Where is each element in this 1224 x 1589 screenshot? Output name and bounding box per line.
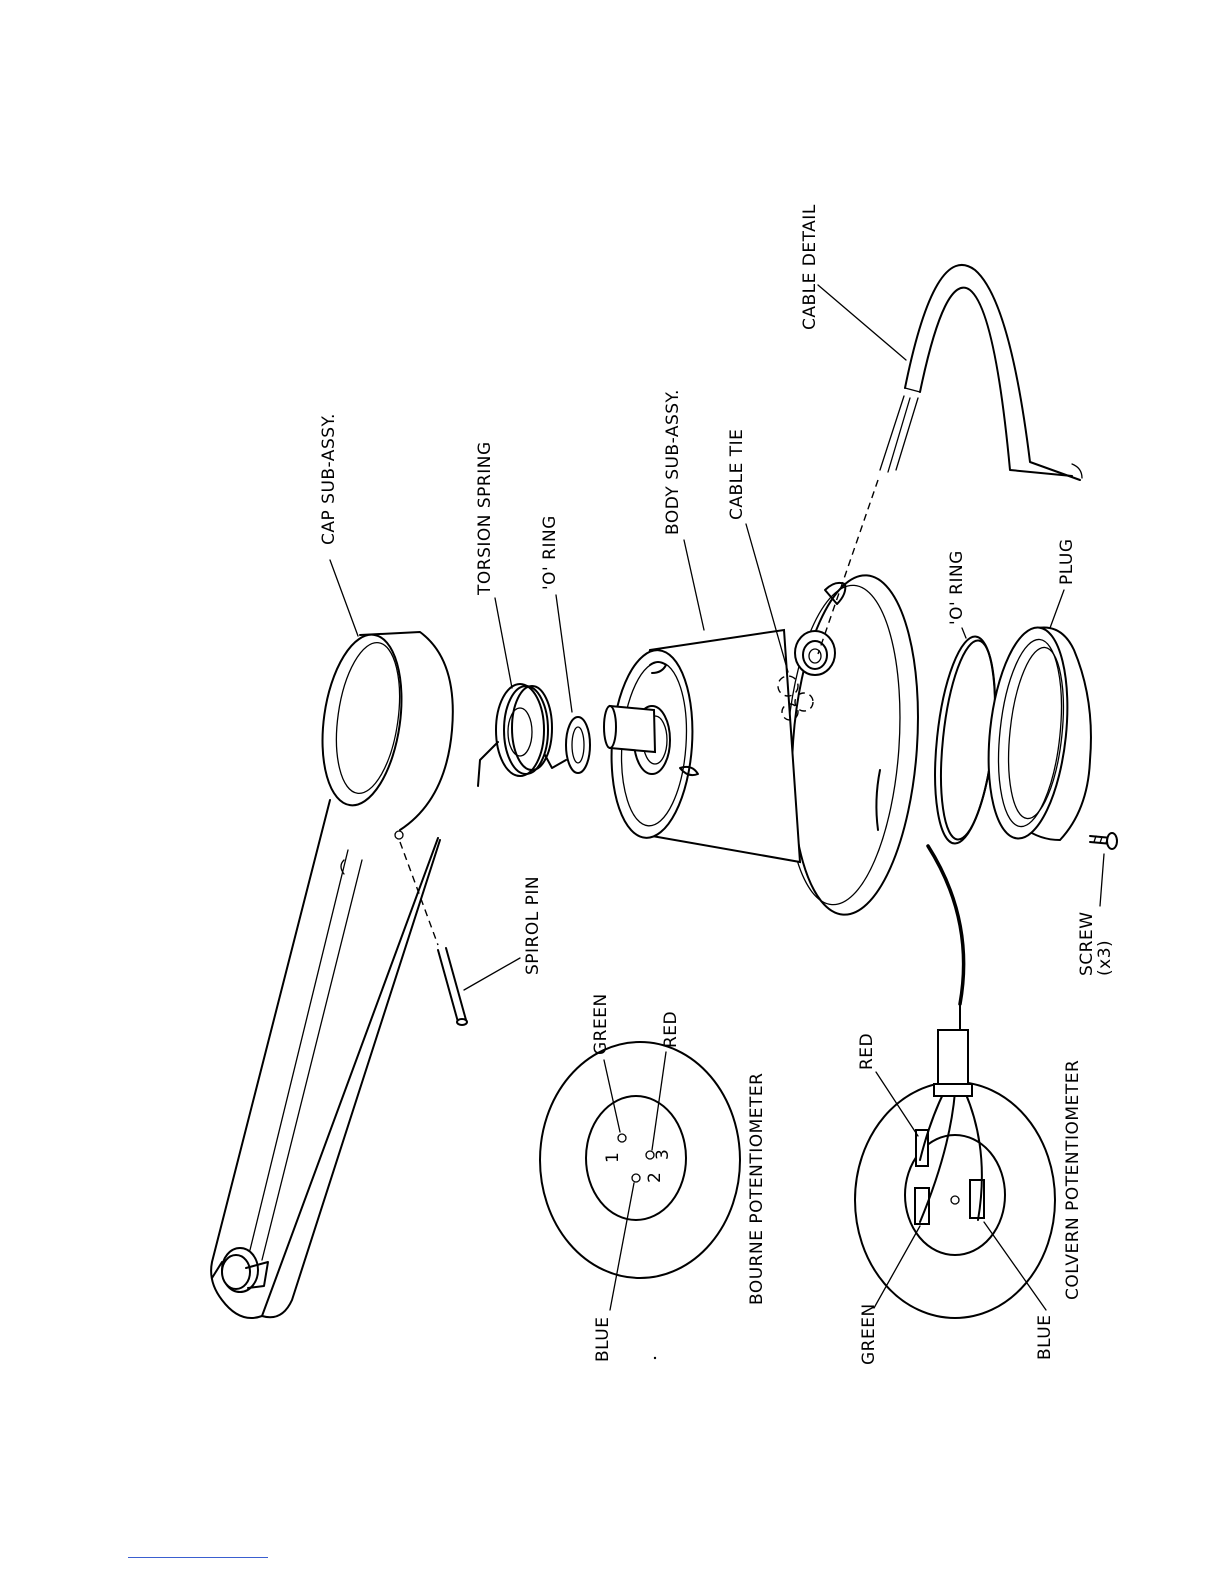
bourne-pin-2-label: 2 [645,1172,665,1183]
label-cable-detail: CABLE DETAIL [800,204,820,330]
bourne-red-label: RED [661,1011,681,1048]
bourne-pin-1 [618,1134,626,1142]
label-bourne-potentiometer: BOURNE POTENTIOMETER [747,1073,767,1305]
label-colvern-potentiometer: COLVERN POTENTIOMETER [1063,1060,1083,1300]
label-screw: SCREW [1077,911,1097,976]
colvern-potentiometer-diagram [855,1000,1055,1318]
cap-lever-arm [211,800,440,1318]
label-o-ring-top: 'O' RING [540,515,560,590]
footer-rule [128,1557,268,1558]
label-torsion-spring: TORSION SPRING [475,441,495,596]
colvern-red-label: RED [857,1033,877,1070]
bourne-pin-1-label: 1 [603,1152,623,1163]
label-spirol-pin: SPIROL PIN [523,876,543,975]
label-cap-sub-assy: CAP SUB-ASSY. [319,413,339,545]
label-plug: PLUG [1057,539,1077,586]
colvern-blue-label: BLUE [1035,1315,1055,1360]
o-ring-top [566,717,590,773]
bourne-pin-2 [632,1174,640,1182]
cap-housing [312,630,452,839]
label-screw-qty: (x3) [1095,940,1115,976]
bourne-green-label: GREEN [591,993,611,1055]
colvern-green-label: GREEN [859,1303,879,1365]
bourne-pin-3-label: 3 [653,1149,673,1160]
torsion-spring [478,684,566,786]
label-o-ring-bottom: 'O' RING [947,550,967,625]
label-body-sub-assy: BODY SUB-ASSY. [663,389,683,535]
bourne-blue-label: BLUE [593,1317,613,1362]
label-cable-tie: CABLE TIE [727,429,747,520]
screw [1090,833,1117,849]
bourne-potentiometer-diagram [540,1042,740,1278]
plug [979,624,1091,843]
body-sub-assembly [604,571,964,1004]
body-cable [928,846,964,1004]
